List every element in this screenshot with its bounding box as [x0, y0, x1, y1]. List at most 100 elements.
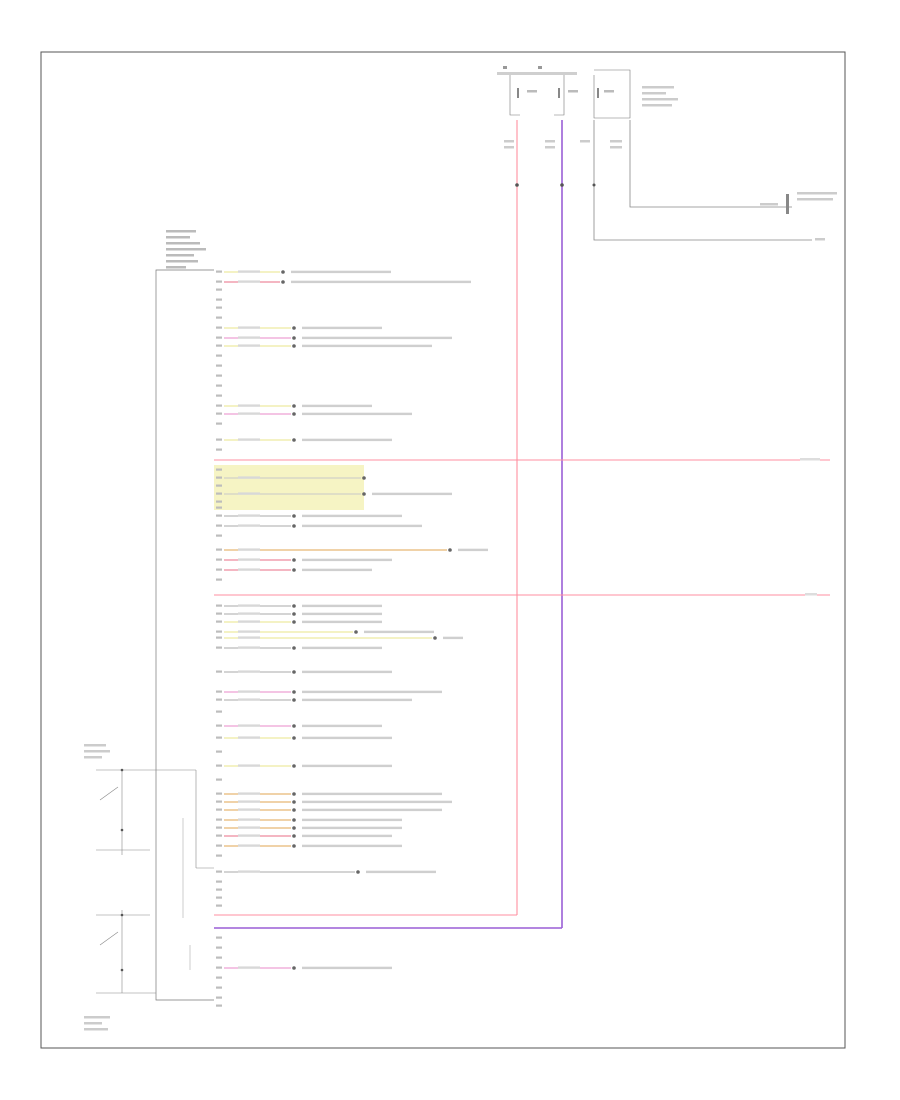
- pin-number: [216, 506, 222, 509]
- pin-number: [216, 524, 222, 527]
- pin-number: [216, 808, 222, 811]
- pin-number: [216, 316, 222, 319]
- connector-icon: [354, 630, 358, 634]
- pin-number: [216, 500, 222, 503]
- circuit-label: [302, 792, 442, 796]
- wire-color-code: [238, 800, 260, 803]
- pin-number: [216, 792, 222, 795]
- pin-number: [216, 612, 222, 615]
- circuit-label: [302, 690, 442, 694]
- pin-number: [216, 976, 222, 979]
- connector-icon: [292, 404, 296, 408]
- wire-color-code: [238, 438, 260, 441]
- pin-number: [216, 818, 222, 821]
- pin-number: [216, 690, 222, 693]
- connector-icon: [362, 492, 366, 496]
- pin-number: [216, 946, 222, 949]
- circuit-label: [302, 966, 392, 970]
- wire-color-code: [238, 568, 260, 571]
- pin-number: [216, 936, 222, 939]
- wire-color-code: [238, 476, 260, 479]
- pin-number: [216, 578, 222, 581]
- wire-color-code: [238, 492, 260, 495]
- pin-number: [216, 468, 222, 471]
- circuit-label: [302, 412, 412, 416]
- wire-color-code: [238, 764, 260, 767]
- wire-color-code: [238, 818, 260, 821]
- connector-icon: [433, 636, 437, 640]
- pin-number: [216, 724, 222, 727]
- pin-number: [216, 354, 222, 357]
- circuit-label: [291, 280, 471, 284]
- module-label: [166, 230, 206, 269]
- circuit-label: [302, 764, 392, 768]
- wire-color-code: [238, 620, 260, 623]
- yellow-band: [214, 465, 364, 510]
- circuit-label: [302, 336, 452, 340]
- connector-icon: [292, 834, 296, 838]
- circuit-label: [302, 844, 402, 848]
- right-module-wiring: [592, 120, 837, 241]
- connector-icon: [292, 764, 296, 768]
- wire-color-code: [238, 612, 260, 615]
- pin-number: [216, 326, 222, 329]
- connector-icon: [292, 800, 296, 804]
- pin-number: [216, 492, 222, 495]
- circuit-label: [302, 698, 412, 702]
- pin-number: [216, 888, 222, 891]
- pin-number: [216, 904, 222, 907]
- pin-number: [216, 568, 222, 571]
- fuse-block: [497, 66, 678, 149]
- wire-color-code: [238, 690, 260, 693]
- connector-icon: [292, 604, 296, 608]
- pin-number: [216, 854, 222, 857]
- circuit-label: [458, 548, 488, 552]
- connector-icon: [362, 476, 366, 480]
- pin-number: [216, 834, 222, 837]
- wire-color-code: [238, 514, 260, 517]
- pin-number: [216, 826, 222, 829]
- circuit-label: [302, 670, 392, 674]
- diagram-frame: [40, 51, 846, 1049]
- circuit-label: [302, 646, 382, 650]
- splice-dot: [515, 183, 519, 187]
- relay-top: [84, 744, 214, 869]
- circuit-label: [302, 568, 372, 572]
- wire-color-code: [238, 966, 260, 969]
- pin-number: [216, 646, 222, 649]
- wire-color-code: [238, 404, 260, 407]
- connector-icon: [356, 870, 360, 874]
- circuit-label: [302, 834, 392, 838]
- module-outline: [155, 269, 214, 1001]
- connector-icon: [281, 280, 285, 284]
- circuit-label: [302, 818, 402, 822]
- wire-color-code: [238, 736, 260, 739]
- pin-number: [216, 514, 222, 517]
- wire-color-code: [238, 670, 260, 673]
- wire-color-code: [238, 548, 260, 551]
- pin-number: [216, 750, 222, 753]
- connector-icon: [292, 438, 296, 442]
- pin-number: [216, 710, 222, 713]
- circuit-label: [302, 724, 382, 728]
- circuit-label: [302, 438, 392, 442]
- pin-number: [216, 778, 222, 781]
- connector-icon: [292, 326, 296, 330]
- connector-icon: [292, 514, 296, 518]
- circuit-label: [302, 620, 382, 624]
- circuit-label: [443, 636, 463, 640]
- pin-number: [216, 880, 222, 883]
- wire-color-code: [238, 326, 260, 329]
- pin-number: [216, 364, 222, 367]
- connector-icon: [292, 646, 296, 650]
- circuit-label: [291, 270, 391, 274]
- connector-icon: [292, 808, 296, 812]
- pin-number: [216, 374, 222, 377]
- circuit-label: [302, 524, 422, 528]
- connector-icon: [292, 698, 296, 702]
- circuit-label: [302, 604, 382, 608]
- pin-number: [216, 764, 222, 767]
- wire-color-code: [238, 636, 260, 639]
- circuit-label: [364, 630, 434, 634]
- wire-color-code: [238, 630, 260, 633]
